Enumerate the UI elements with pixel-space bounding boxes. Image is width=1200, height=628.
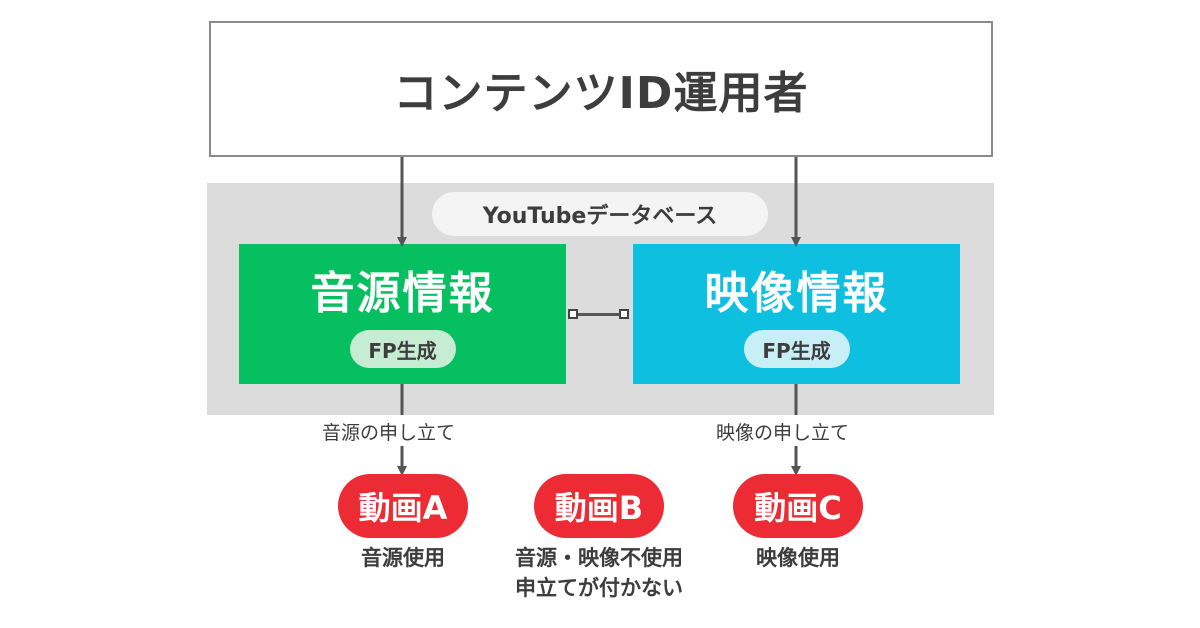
video-fp-label: FP生成 [762, 338, 831, 363]
video-a-chip: 動画A [338, 474, 468, 538]
link-node-left [568, 309, 578, 319]
video-info-box: 映像情報 FP生成 [633, 244, 960, 384]
video-c-usage: 映像使用 [756, 546, 840, 570]
video-a-label: 動画A [358, 489, 448, 527]
audio-info-box: 音源情報 FP生成 [239, 244, 566, 384]
database-label: YouTubeデータベース [482, 204, 718, 229]
audio-info-title: 音源情報 [310, 268, 495, 319]
video-b-label: 動画B [554, 489, 644, 527]
video-a-usage: 音源使用 [361, 546, 445, 570]
link-node-right [619, 309, 629, 319]
content-id-operator-box: コンテンツID運用者 [209, 21, 993, 157]
video-c-chip: 動画C [733, 474, 863, 538]
audio-fp-pill: FP生成 [349, 330, 456, 368]
video-b-chip: 動画B [534, 474, 664, 538]
audio-fp-label: FP生成 [368, 338, 437, 363]
video-claim-label: 映像の申し立て [716, 422, 850, 444]
video-b-usage-line1: 音源・映像不使用 [515, 546, 683, 570]
video-c-label: 動画C [754, 489, 842, 527]
database-label-pill: YouTubeデータベース [432, 192, 768, 236]
video-b-usage-line2: 申立てが付かない [515, 576, 683, 600]
audio-claim-label: 音源の申し立て [322, 422, 456, 444]
audio-video-link-line [578, 313, 624, 316]
video-info-title: 映像情報 [704, 268, 889, 319]
operator-label: コンテンツID運用者 [393, 68, 809, 119]
video-fp-pill: FP生成 [743, 330, 850, 368]
